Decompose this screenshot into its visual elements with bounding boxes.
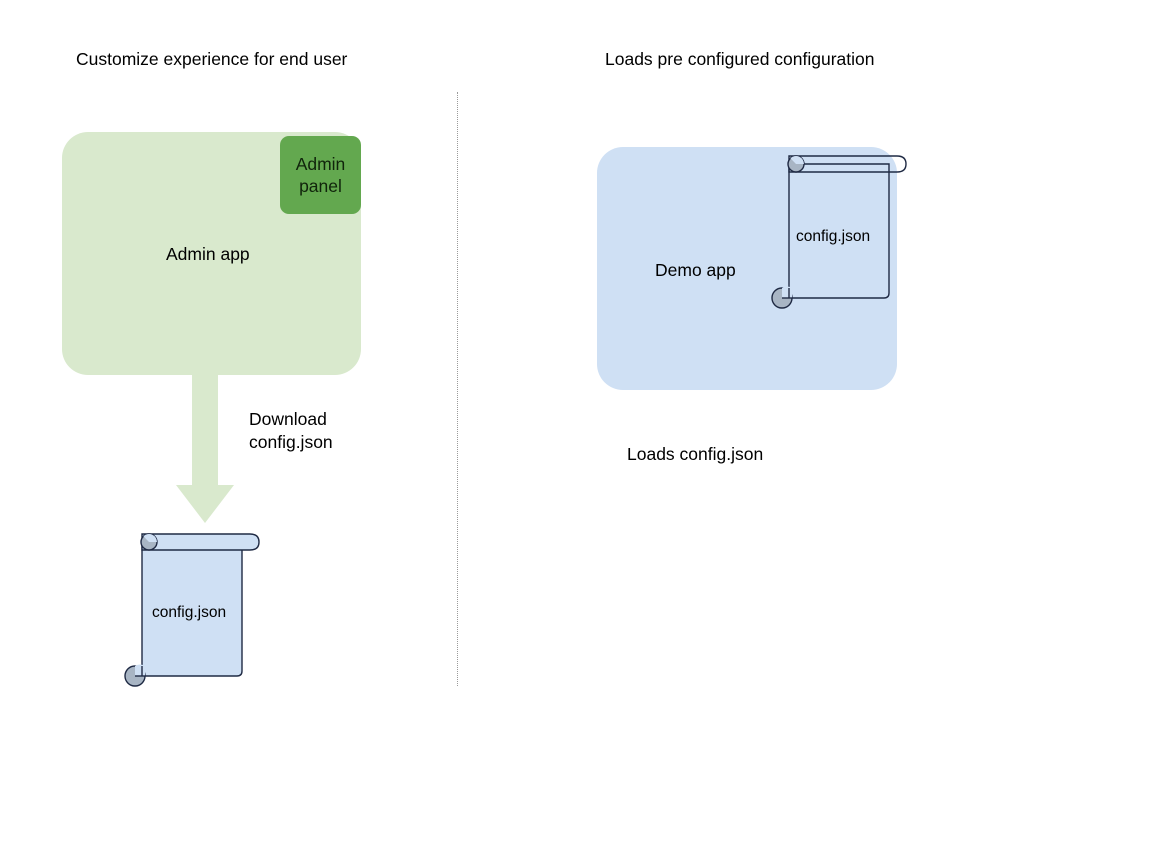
demo-app-card	[597, 147, 897, 390]
config-json-document-right	[771, 155, 907, 309]
demo-app-label: Demo app	[655, 260, 736, 280]
download-caption-line1: Download	[249, 409, 327, 429]
config-json-label-left: config.json	[152, 604, 227, 621]
column-divider	[457, 92, 458, 686]
loads-config-caption: Loads config.json	[627, 444, 764, 464]
arrow-down-icon	[176, 373, 234, 523]
download-caption-line2: config.json	[249, 431, 333, 452]
config-json-document-left	[124, 533, 260, 687]
column-heading-left: Customize experience for end user	[76, 49, 348, 69]
admin-panel-chip-line2: panel	[299, 176, 342, 196]
config-json-label-right: config.json	[796, 228, 871, 245]
admin-panel-chip-line1: Admin	[295, 154, 346, 174]
admin-panel-chip-text: Admin panel	[296, 153, 346, 197]
download-arrow-caption: Download config.json	[249, 408, 333, 453]
admin-app-label: Admin app	[166, 244, 250, 264]
admin-panel-chip[interactable]: Admin panel	[280, 136, 361, 214]
column-heading-right: Loads pre configured configuration	[605, 49, 875, 69]
